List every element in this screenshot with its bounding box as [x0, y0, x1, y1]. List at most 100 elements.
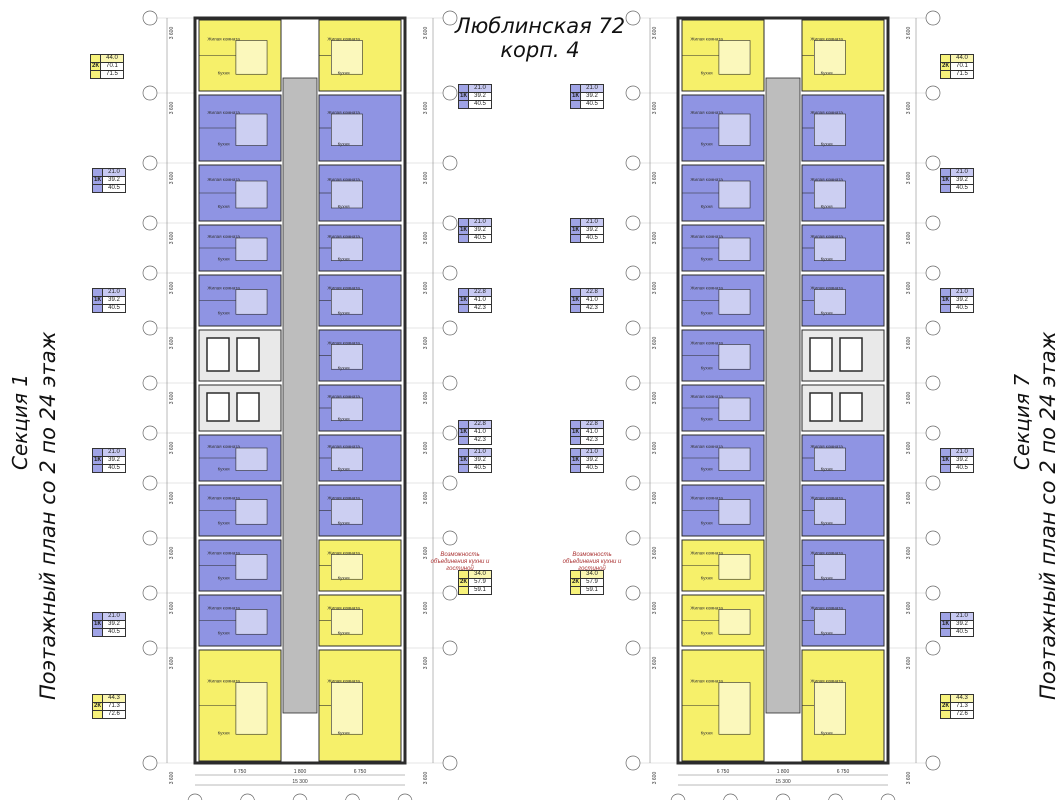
bathroom-block: [235, 682, 268, 735]
bathroom-block: [813, 237, 846, 261]
axis-marker-circle: [442, 375, 458, 391]
room-label-living: Жилая комната: [207, 286, 240, 291]
tag-total: 39.2: [956, 297, 968, 303]
dimension-label: 3 600: [423, 602, 429, 615]
tag-total: 39.2: [108, 457, 120, 463]
tag-type: 2К: [459, 579, 469, 586]
room-label-kitchen: Кухня: [821, 142, 834, 147]
bathroom-block: [235, 113, 268, 146]
corridor: [765, 77, 801, 714]
room-label-kitchen: Кухня: [218, 575, 231, 580]
tag-total: 41.0: [474, 297, 486, 303]
dimension-label: 3 600: [423, 102, 429, 115]
bathroom-block: [330, 40, 363, 75]
tag-type: 1К: [459, 297, 469, 304]
dimension-label: 3 600: [652, 442, 658, 455]
room-label-living: Жилая комната: [810, 606, 843, 611]
dimension-label: 3 600: [169, 442, 175, 455]
axis-marker-circle: [442, 265, 458, 281]
tag-total: 70.1: [956, 63, 968, 69]
dimension-label: 3 600: [906, 337, 912, 350]
tag-living: 21.0: [469, 219, 491, 226]
tag-total: 71.3: [108, 703, 120, 709]
dimension-label: 3 600: [423, 657, 429, 670]
bathroom-block: [330, 609, 363, 635]
tag-row-balcony: 40.5: [940, 184, 974, 193]
tag-with-balcony: 71.5: [106, 71, 118, 77]
tag-with-balcony: 40.5: [586, 235, 598, 241]
dimension-label: 3 600: [906, 602, 912, 615]
bathroom-block: [813, 289, 846, 315]
building-title-line2: корп. 4: [500, 38, 580, 62]
tag-row-balcony: 40.5: [940, 304, 974, 313]
building-title: Люблинская 72 корп. 4: [440, 14, 640, 62]
room-label-living: Жилая комната: [207, 679, 240, 684]
tag-type: 2К: [571, 579, 581, 586]
tag-total: 39.2: [108, 297, 120, 303]
tag-living: 22.8: [469, 289, 491, 296]
room-label-kitchen: Кухня: [701, 70, 714, 75]
room-label-kitchen: Кухня: [821, 310, 834, 315]
tag-with-balcony: 42.3: [474, 305, 486, 311]
axis-marker-circle: [345, 793, 360, 800]
tag-living: 21.0: [951, 169, 973, 176]
room-label-kitchen: Кухня: [821, 70, 834, 75]
tag-row-balcony: 42.3: [458, 304, 492, 313]
tag-with-balcony: 40.5: [108, 305, 120, 311]
axis-marker-circle: [925, 585, 941, 601]
elevator-shaft: [839, 337, 863, 372]
room-label-living: Жилая комната: [690, 606, 723, 611]
room-label-living: Жилая комната: [327, 37, 360, 42]
tag-with-balcony: 40.5: [586, 465, 598, 471]
dimension-label: 3 600: [169, 547, 175, 560]
tag-living: 21.0: [581, 219, 603, 226]
tag-row-living: 44.3: [92, 694, 126, 702]
bathroom-block: [813, 40, 846, 75]
dimension-label: 3 600: [169, 772, 175, 785]
room-label-living: Жилая комната: [810, 444, 843, 449]
tag-row-living: 21.0: [92, 448, 126, 456]
room-label-kitchen: Кухня: [701, 257, 714, 262]
tag-total: 39.2: [956, 177, 968, 183]
tag-total: 39.2: [586, 457, 598, 463]
room-label-kitchen: Кухня: [701, 204, 714, 209]
tag-total: 39.2: [956, 457, 968, 463]
dimension-label: 6 750: [234, 769, 247, 775]
bathroom-block: [718, 344, 751, 370]
dimension-label: 3 600: [906, 27, 912, 40]
dimension-label: 3 600: [423, 772, 429, 785]
tag-total: 57.9: [586, 579, 598, 585]
axis-marker-circle: [442, 530, 458, 546]
tag-type: 1К: [93, 457, 103, 464]
axis-marker-circle: [670, 793, 686, 800]
room-label-kitchen: Кухня: [338, 365, 351, 370]
tag-row-balcony: 40.5: [92, 304, 126, 313]
tag-total: 39.2: [474, 93, 486, 99]
dimension-label: 1 800: [777, 769, 790, 775]
corridor: [282, 77, 318, 714]
tag-row-living: 22.8: [570, 288, 604, 296]
bathroom-block: [813, 499, 846, 525]
tag-row-balcony: 40.5: [940, 464, 974, 473]
room-label-living: Жилая комната: [690, 341, 723, 346]
tag-row-living: 44.0: [90, 54, 124, 62]
tag-with-balcony: 59.1: [586, 587, 598, 593]
axis-marker-circle: [625, 475, 641, 491]
axis-marker-circle: [142, 640, 158, 656]
room-label-living: Жилая комната: [327, 496, 360, 501]
tag-type: 1К: [93, 297, 103, 304]
room-label-kitchen: Кухня: [338, 310, 351, 315]
tag-type: 1К: [571, 297, 581, 304]
bathroom-block: [813, 682, 846, 735]
